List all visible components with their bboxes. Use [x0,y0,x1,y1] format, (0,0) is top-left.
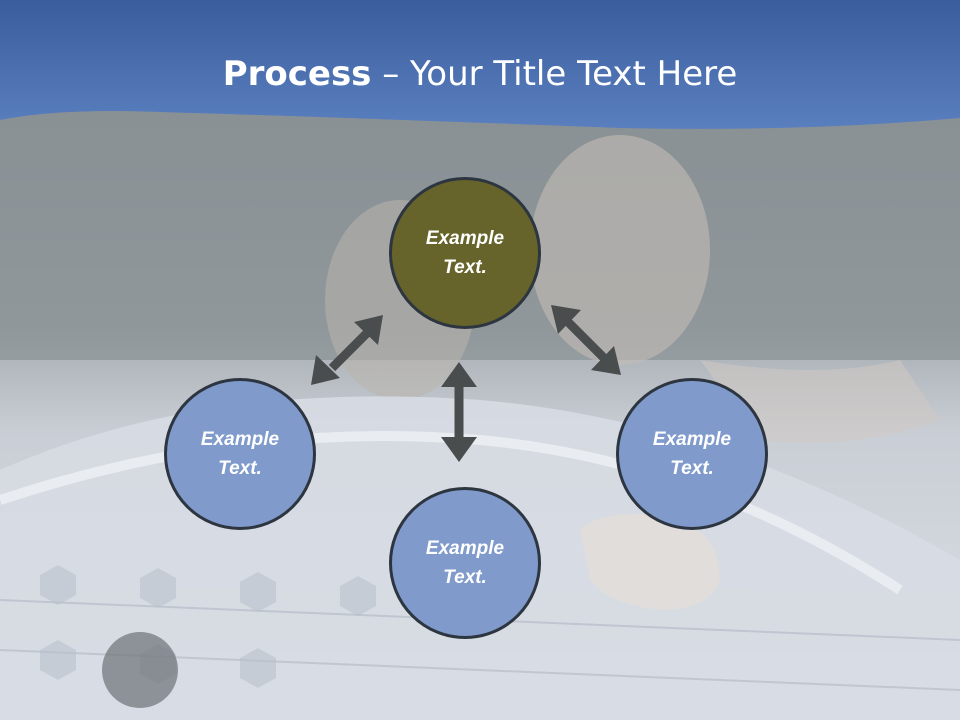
node-left-label: Example Text. [200,429,280,479]
process-node-top: Example Text. [389,177,541,329]
node-top-label: Example Text. [425,228,505,278]
arrow-top-bottom [441,362,477,462]
arrow-top-left [311,315,383,385]
title-rest: – Your Title Text Here [371,54,738,94]
process-node-bottom: Example Text. [389,487,541,639]
process-node-left: Example Text. [164,378,316,530]
node-bottom-label: Example Text. [425,538,505,588]
arrow-top-right [551,305,621,375]
title-bold: Process [222,54,372,94]
process-node-right: Example Text. [616,378,768,530]
node-right-label: Example Text. [652,429,732,479]
slide-title: Process – Your Title Text Here [0,52,960,96]
